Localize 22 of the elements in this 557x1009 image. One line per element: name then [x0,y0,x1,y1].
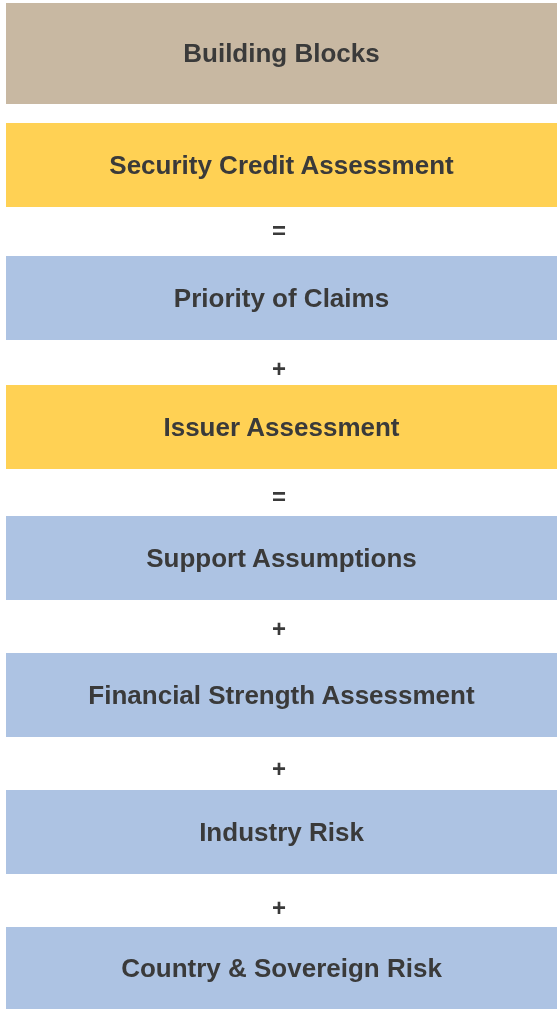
operator-sign: = [271,217,287,245]
band-title: Security Credit Assessment [109,149,454,181]
band-title: Industry Risk [199,816,364,848]
band-title: Country & Sovereign Risk [121,952,442,984]
band-title: Priority of Claims [173,282,390,314]
component-band [6,927,557,1009]
band-title: Support Assumptions [146,542,417,574]
operator-sign: = [271,483,287,511]
operator-sign: + [271,755,287,783]
component-band [6,653,557,737]
header-band [6,3,557,104]
operator-sign: + [271,894,287,922]
result-band [6,385,557,469]
result-band [6,123,557,207]
component-band [6,790,557,874]
band-title: Building Blocks [183,38,380,69]
component-band [6,256,557,340]
operator-sign: + [271,355,287,383]
band-title: Financial Strength Assessment [88,679,475,711]
operator-sign: + [271,615,287,643]
band-title: Issuer Assessment [163,411,400,443]
component-band [6,516,557,600]
